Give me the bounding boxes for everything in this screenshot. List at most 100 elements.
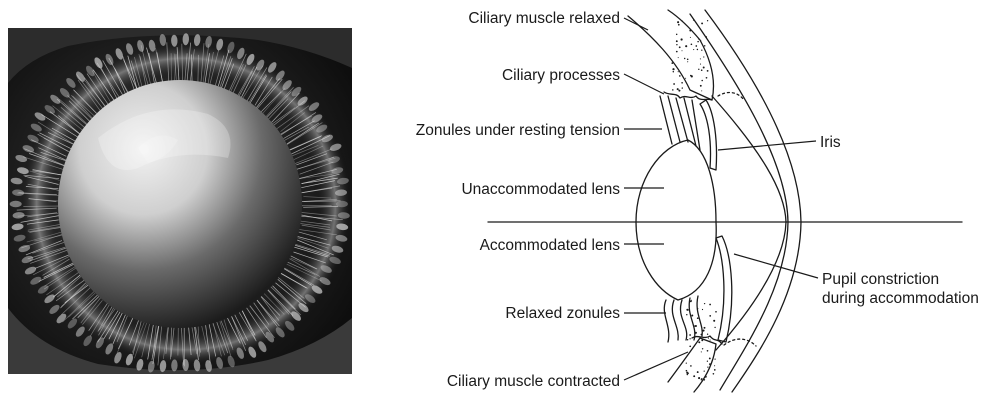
- label-ciliary-muscle-relaxed: Ciliary muscle relaxed: [468, 10, 620, 27]
- muscle-stipple: [700, 40, 701, 41]
- label-relaxed-zonules: Relaxed zonules: [505, 305, 620, 322]
- muscle-stipple: [676, 44, 677, 45]
- muscle-stipple: [693, 375, 695, 377]
- muscle-stipple: [697, 371, 699, 373]
- muscle-stipple: [686, 370, 688, 372]
- muscle-stipple: [707, 70, 709, 72]
- muscle-stipple: [687, 339, 688, 340]
- muscle-stipple: [697, 317, 699, 319]
- muscle-stipple: [697, 49, 698, 50]
- iris-bottom: [716, 236, 732, 342]
- muscle-stipple: [701, 90, 702, 91]
- muscle-stipple: [689, 334, 691, 336]
- muscle-stipple: [701, 378, 703, 380]
- zonules-bottom: [664, 296, 702, 342]
- muscle-stipple: [703, 56, 704, 57]
- muscle-stipple: [682, 87, 683, 88]
- muscle-stipple: [709, 304, 711, 306]
- muscle-stipple: [701, 50, 702, 51]
- muscle-stipple: [707, 361, 708, 362]
- muscle-stipple: [697, 41, 699, 43]
- muscle-stipple: [701, 351, 702, 352]
- muscle-stipple: [684, 58, 685, 59]
- muscle-stipple: [682, 21, 683, 22]
- lens-unaccommodated: [636, 140, 716, 222]
- muscle-stipple: [689, 30, 691, 32]
- muscle-stipple: [705, 36, 707, 38]
- muscle-stipple: [689, 345, 691, 347]
- muscle-stipple: [691, 43, 693, 45]
- muscle-stipple: [689, 338, 690, 339]
- muscle-stipple: [687, 59, 689, 61]
- muscle-stipple: [709, 357, 711, 359]
- label-ciliary-processes: Ciliary processes: [502, 67, 620, 84]
- muscle-stipple: [714, 327, 715, 328]
- muscle-stipple: [687, 61, 688, 62]
- muscle-stipple: [676, 40, 678, 42]
- muscle-stipple: [690, 365, 692, 367]
- muscle-stipple: [693, 19, 694, 20]
- muscle-stipple: [677, 21, 679, 23]
- lens-accommodated: [636, 222, 716, 300]
- muscle-stipple: [709, 363, 711, 365]
- muscle-stipple: [704, 370, 705, 371]
- muscle-stipple: [687, 373, 689, 375]
- muscle-stipple: [677, 88, 679, 90]
- muscle-stipple: [714, 369, 716, 371]
- muscle-stipple: [673, 71, 674, 72]
- muscle-stipple: [695, 45, 697, 47]
- muscle-stipple: [704, 303, 705, 304]
- muscle-stipple: [698, 377, 700, 379]
- muscle-stipple: [686, 362, 687, 363]
- ciliary-body-bottom: [668, 338, 716, 392]
- muscle-stipple: [700, 58, 701, 59]
- muscle-stipple: [713, 320, 715, 322]
- muscle-stipple: [701, 80, 703, 82]
- muscle-stipple: [710, 340, 711, 341]
- muscle-stipple: [701, 339, 703, 341]
- muscle-stipple: [713, 373, 715, 375]
- label-during-accommodation: during accommodation: [822, 290, 979, 307]
- muscle-stipple: [679, 46, 681, 48]
- muscle-stipple: [694, 325, 696, 327]
- label-accommodated-lens: Accommodated lens: [480, 237, 621, 254]
- muscle-stipple: [686, 309, 688, 311]
- muscle-stipple: [707, 350, 709, 352]
- muscle-stipple: [700, 85, 702, 87]
- muscle-stipple: [715, 311, 717, 313]
- muscle-stipple: [707, 334, 708, 335]
- muscle-stipple: [698, 341, 700, 343]
- muscle-stipple: [703, 67, 705, 69]
- muscle-stipple: [690, 37, 691, 38]
- muscle-stipple: [672, 68, 674, 70]
- muscle-stipple: [686, 314, 687, 315]
- muscle-stipple: [679, 75, 681, 77]
- muscle-stipple: [705, 376, 707, 378]
- label-ciliary-muscle-contracted: Ciliary muscle contracted: [447, 373, 620, 390]
- muscle-stipple: [678, 24, 680, 26]
- muscle-stipple: [688, 309, 690, 311]
- muscle-stipple: [702, 330, 704, 332]
- muscle-stipple: [698, 69, 699, 70]
- muscle-stipple: [676, 51, 678, 53]
- muscle-stipple: [703, 379, 705, 381]
- muscle-stipple: [682, 50, 683, 51]
- muscle-stipple: [676, 34, 677, 35]
- muscle-stipple: [704, 327, 706, 329]
- muscle-stipple: [681, 38, 683, 40]
- muscle-stipple: [678, 71, 679, 72]
- zonules-top: [660, 96, 700, 150]
- muscle-stipple: [678, 90, 680, 92]
- muscle-stipple: [702, 348, 703, 349]
- label-iris: Iris: [820, 134, 841, 151]
- muscle-stipple: [681, 82, 683, 84]
- muscle-stipple: [697, 308, 698, 309]
- muscle-stipple: [702, 309, 703, 310]
- muscle-stipple: [714, 365, 715, 366]
- sclera-inner: [690, 14, 788, 390]
- muscle-stipple: [714, 358, 715, 359]
- muscle-stipple: [695, 332, 697, 334]
- muscle-stipple: [685, 78, 686, 79]
- muscle-stipple: [707, 20, 708, 21]
